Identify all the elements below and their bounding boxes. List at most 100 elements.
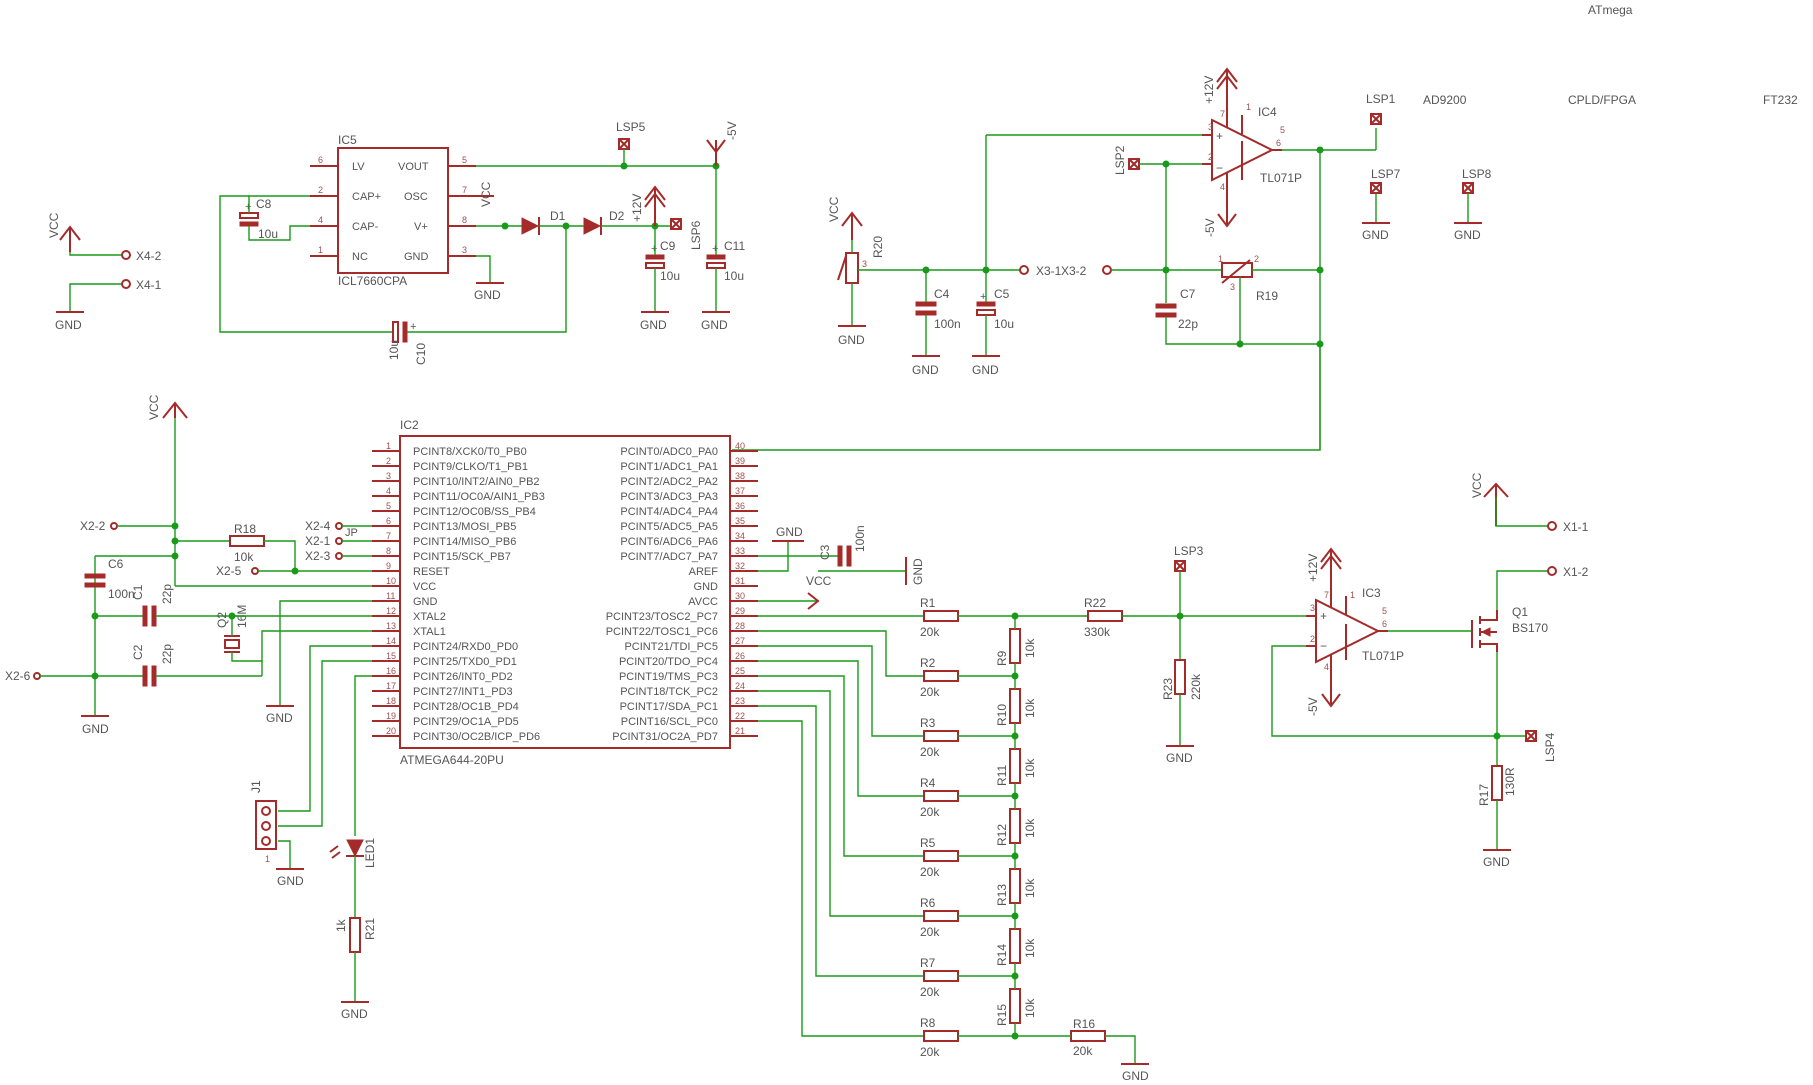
led-led1[interactable]: LED1 [329, 838, 377, 868]
resistor-r23[interactable]: R23 220k [1161, 659, 1203, 700]
x4-2-pad[interactable] [121, 250, 131, 260]
capacitor-c3[interactable]: C3 100n [818, 525, 867, 567]
mosfet-q1[interactable]: Q1 BS170 [1471, 605, 1548, 652]
testpoint-lsp3[interactable]: LSP3 [1174, 544, 1204, 572]
x2-5-pad[interactable] [251, 567, 259, 575]
x2-2-pad[interactable] [110, 522, 118, 530]
resistor-r18[interactable]: R18 10k [229, 522, 265, 564]
x2-3-pad[interactable] [335, 552, 343, 560]
capacitor-c4[interactable]: C4 100n [915, 287, 961, 331]
capacitor-c11[interactable]: + C11 10u [706, 239, 745, 283]
capacitor-c9[interactable]: + C9 10u [645, 239, 680, 283]
x3-1-pad[interactable] [1019, 265, 1029, 275]
resistor-r22[interactable]: R22 330k [1084, 596, 1123, 639]
ic5-body[interactable] [337, 147, 449, 274]
ic2-pin-number: 26 [735, 651, 745, 661]
x2-4-pad[interactable] [335, 522, 343, 530]
x1-2-pad[interactable] [1547, 566, 1557, 576]
ic2-pin-number: 22 [735, 711, 745, 721]
x1-1-pad[interactable] [1547, 521, 1557, 531]
svg-text:20k: 20k [1073, 1044, 1093, 1058]
testpoint-lsp8[interactable]: LSP8 GND [1454, 167, 1492, 242]
opamp-ic3[interactable]: +− IC3 TL071P 3 2 6 5 7 1 4 [1306, 575, 1404, 680]
supply-p12-symbol: +12V [1202, 67, 1238, 104]
ic2-pin-number: 34 [735, 531, 745, 541]
svg-text:+: + [1216, 129, 1223, 143]
testpoint-lsp4[interactable]: LSP4 [1525, 730, 1557, 762]
ic3-value: TL071P [1362, 649, 1404, 663]
resistor-r17[interactable]: R17 130R [1477, 765, 1517, 806]
svg-text:Q2: Q2 [215, 612, 229, 628]
diode-d1[interactable]: D1 [521, 209, 566, 235]
ic2-body[interactable] [399, 435, 731, 749]
svg-text:20k: 20k [920, 985, 940, 999]
x4-1-pad[interactable] [121, 279, 131, 289]
resistor-r21[interactable]: 1k R21 [334, 917, 377, 953]
capacitor-c6[interactable]: C6 100n [84, 557, 135, 601]
ic2-pin-number: 7 [386, 531, 391, 541]
svg-text:R21: R21 [363, 918, 377, 940]
potentiometer-r20[interactable]: R20 3 [837, 236, 885, 284]
svg-text:10u: 10u [994, 317, 1014, 331]
header-j1[interactable]: J1 1 [249, 780, 277, 864]
svg-text:3: 3 [1208, 122, 1213, 132]
vcc-symbol: VCC [147, 394, 188, 420]
ic2-pin-number: 39 [735, 456, 745, 466]
x2-6-pad[interactable] [33, 672, 41, 680]
svg-text:VCC: VCC [827, 196, 841, 222]
ic3-ref: IC3 [1362, 586, 1381, 600]
testpoint-lsp2[interactable]: LSP2 [1113, 145, 1140, 175]
svg-text:-5V: -5V [1306, 697, 1320, 716]
capacitor-c2[interactable]: C2 22p [131, 644, 174, 687]
svg-text:+12V: +12V [1202, 76, 1216, 104]
ic2-pin-number: 14 [386, 636, 396, 646]
x3-2-pad[interactable] [1102, 265, 1112, 275]
ic2-pin-number: 36 [735, 501, 745, 511]
ic2-pin-name: PCINT10/INT2/AIN0_PB2 [413, 476, 540, 488]
capacitor-c1[interactable]: C1 22p [131, 584, 174, 627]
testpoint-lsp5[interactable]: LSP5 [616, 120, 646, 150]
ic2-pin-number: 16 [386, 666, 396, 676]
capacitor-c8[interactable]: + C8 10u [239, 197, 278, 241]
svg-text:3: 3 [1230, 282, 1235, 292]
x2-1-pad[interactable] [335, 537, 343, 545]
ic2-pin-number: 21 [735, 726, 745, 736]
testpoint-lsp6[interactable]: LSP6 [670, 218, 703, 250]
svg-text:5: 5 [1382, 606, 1387, 616]
resistor-r16[interactable]: R16 20k [1070, 1017, 1106, 1058]
svg-text:100n: 100n [934, 317, 961, 331]
capacitor-c5[interactable]: + C5 10u [976, 287, 1014, 331]
svg-text:R15: R15 [995, 1004, 1009, 1026]
testpoint-lsp1[interactable]: LSP1 [1366, 92, 1396, 125]
x2-2-label: X2-2 [80, 519, 106, 533]
ic2-pin-number: 20 [386, 726, 396, 736]
capacitor-c10[interactable]: + C10 10u [387, 321, 428, 365]
svg-text:VCC: VCC [147, 394, 161, 420]
ic2-pin-name: PCINT13/MOSI_PB5 [413, 521, 516, 533]
svg-text:+12V: +12V [630, 194, 644, 222]
opamp-ic4[interactable]: +− IC4 TL071P 3 2 6 5 7 1 4 [1202, 96, 1302, 200]
capacitor-c7[interactable]: C7 22p [1155, 287, 1198, 331]
x1-2-label: X1-2 [1563, 565, 1589, 579]
testpoint-lsp7[interactable]: LSP7 GND [1362, 167, 1401, 242]
ic2-pin-number: 2 [386, 456, 391, 466]
svg-text:R10: R10 [995, 704, 1009, 726]
diode-d2[interactable]: D2 [583, 209, 625, 235]
svg-text:10k: 10k [1023, 938, 1037, 958]
